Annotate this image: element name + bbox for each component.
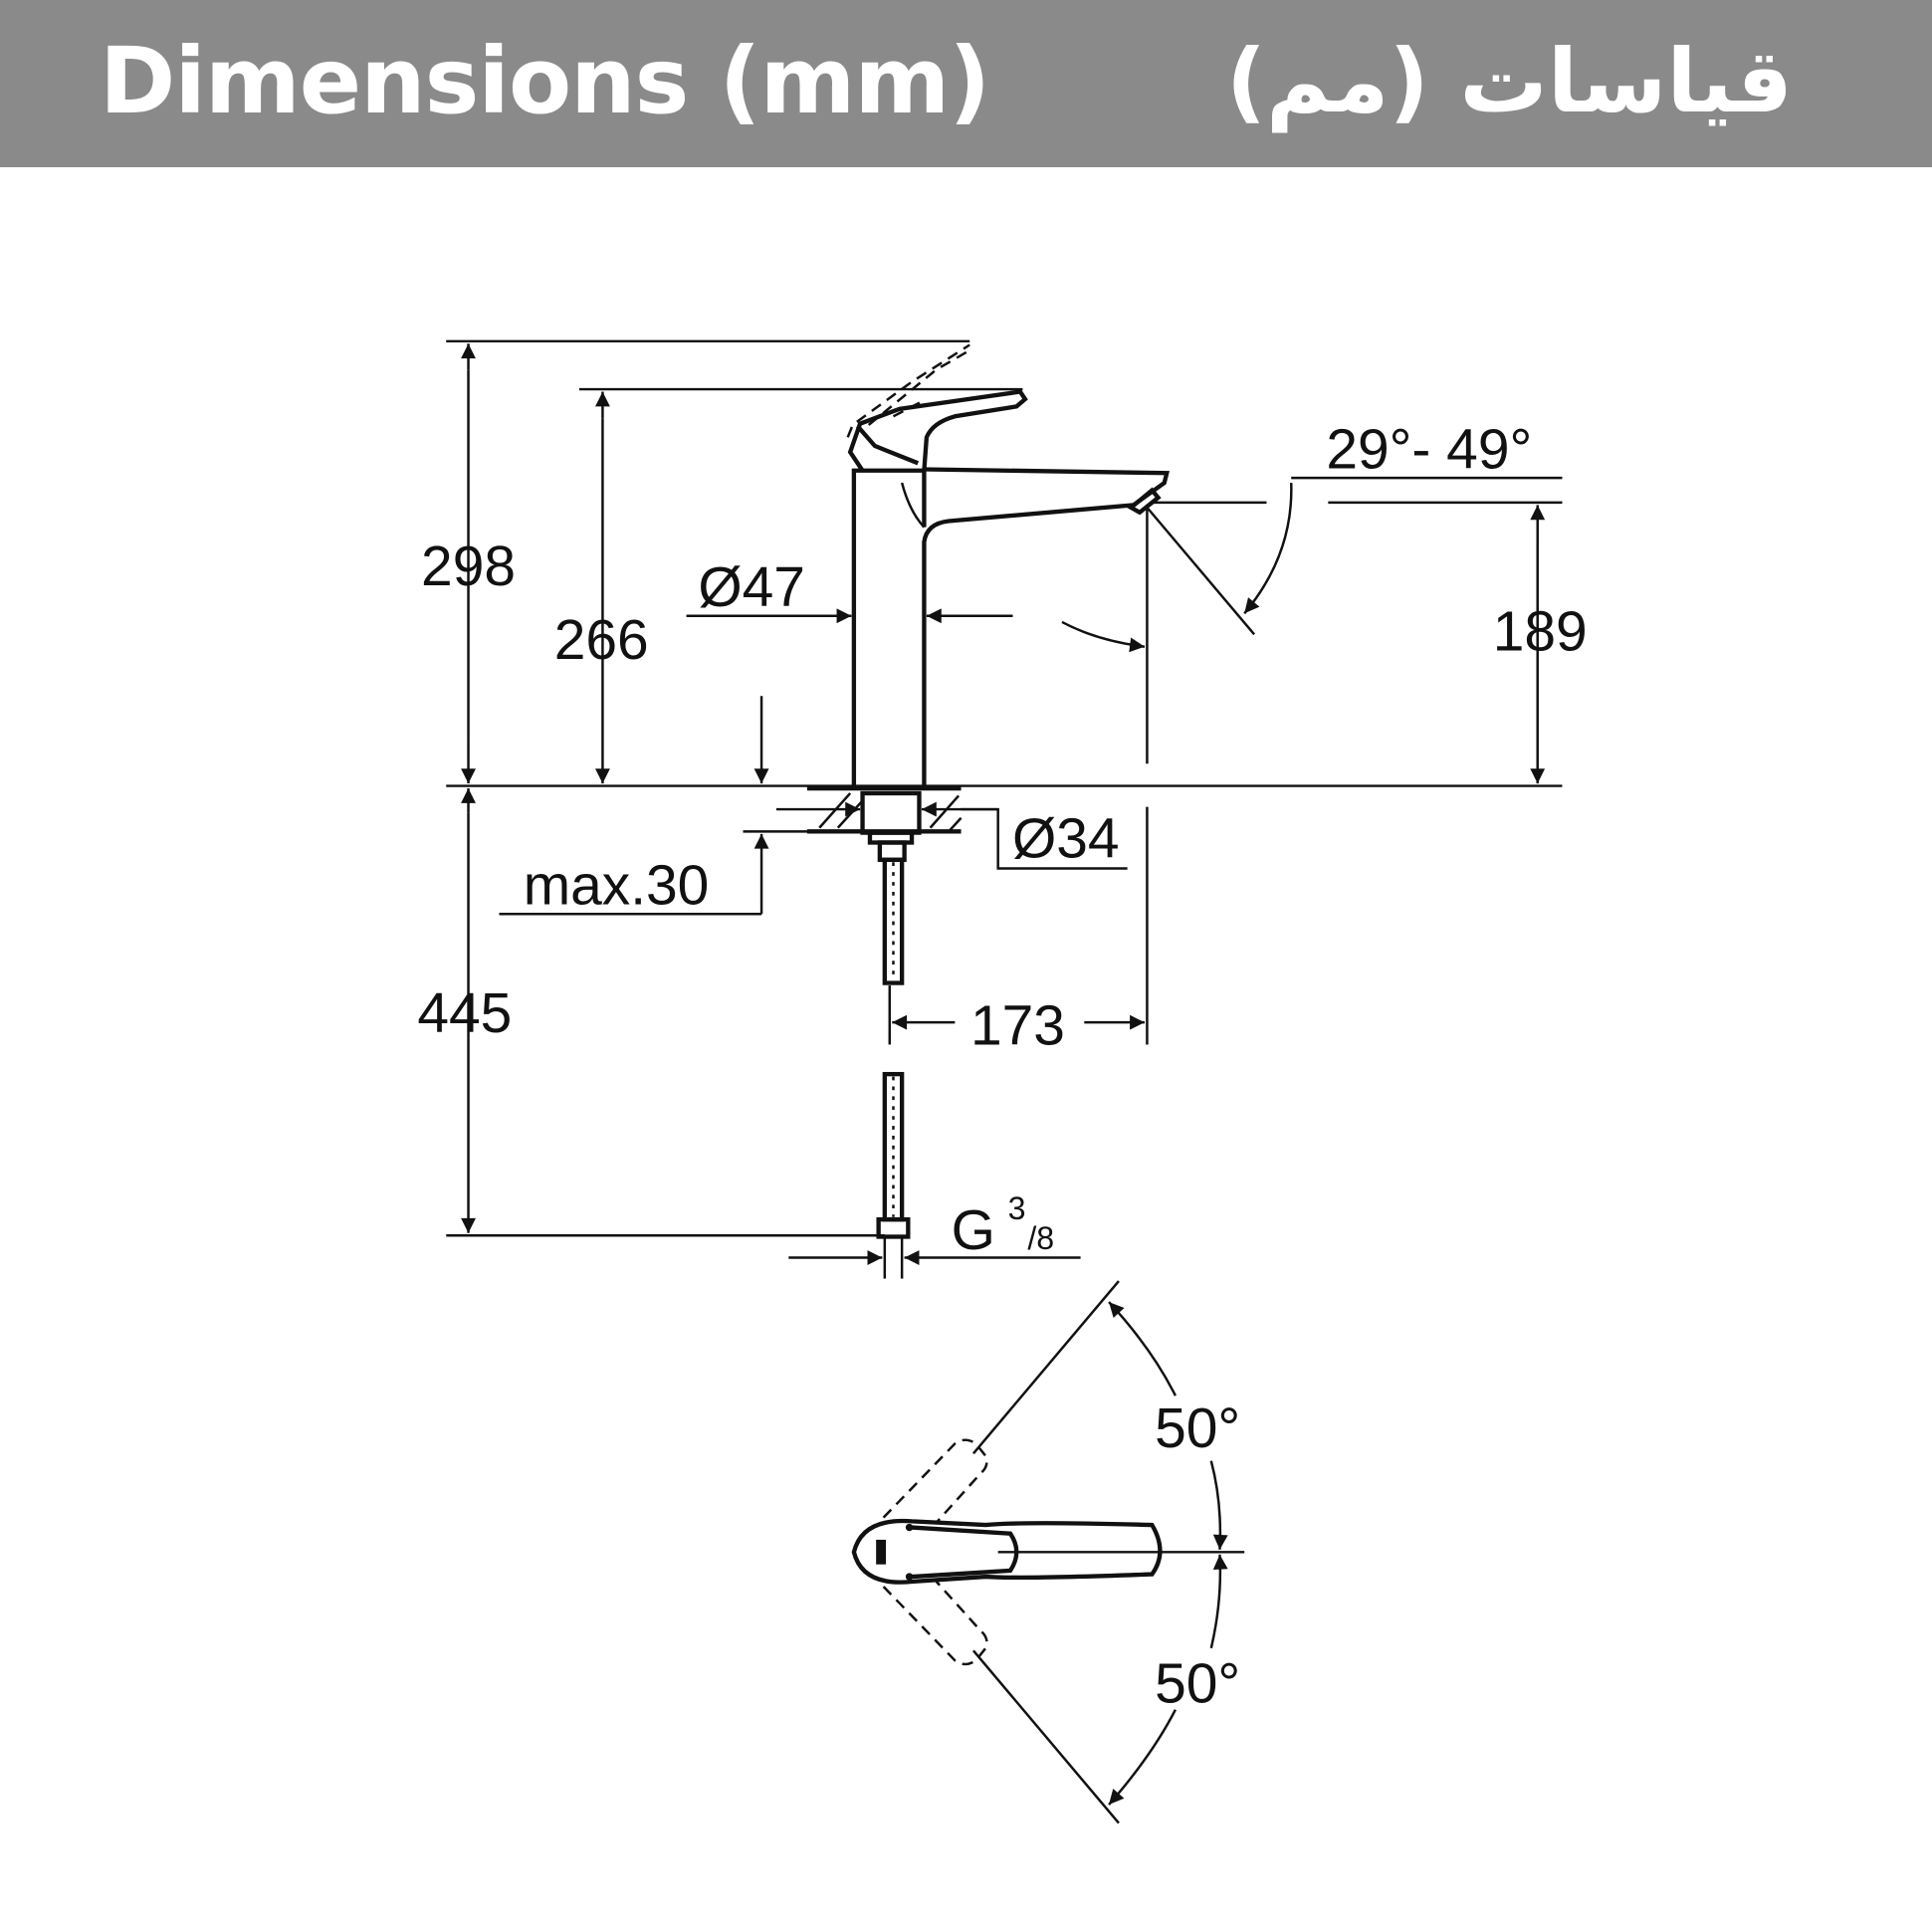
- label-rotation-right: 50°: [1155, 1651, 1240, 1715]
- label-total-height: 298: [421, 535, 516, 598]
- label-body-diameter: Ø47: [698, 555, 805, 619]
- title-english: Dimensions (mm): [100, 28, 990, 134]
- label-max-thickness: max.30: [524, 853, 710, 917]
- title-arabic: قياسات (مم): [1225, 30, 1793, 132]
- label-spout-angle: 29°- 49°: [1326, 417, 1532, 481]
- label-hose-length: 445: [417, 981, 512, 1045]
- faucet-side-view: [846, 343, 1170, 786]
- dimension-lines: [461, 343, 1546, 1279]
- label-spout-height: 189: [1493, 599, 1588, 663]
- label-rotation-left: 50°: [1155, 1396, 1240, 1460]
- label-hole-diameter: Ø34: [1012, 806, 1120, 870]
- faucet-top-view: [851, 1280, 1245, 1824]
- mounting-assembly: [806, 785, 963, 1239]
- header-bar: Dimensions (mm) قياسات (مم): [0, 0, 1932, 167]
- label-connection-den: /8: [1027, 1220, 1054, 1256]
- extension-lines: [446, 339, 1563, 1237]
- label-spout-reach: 173: [970, 993, 1065, 1057]
- label-connection-g: G: [952, 1198, 995, 1262]
- label-handle-height: 266: [554, 608, 649, 672]
- label-connection-num: 3: [1008, 1190, 1026, 1226]
